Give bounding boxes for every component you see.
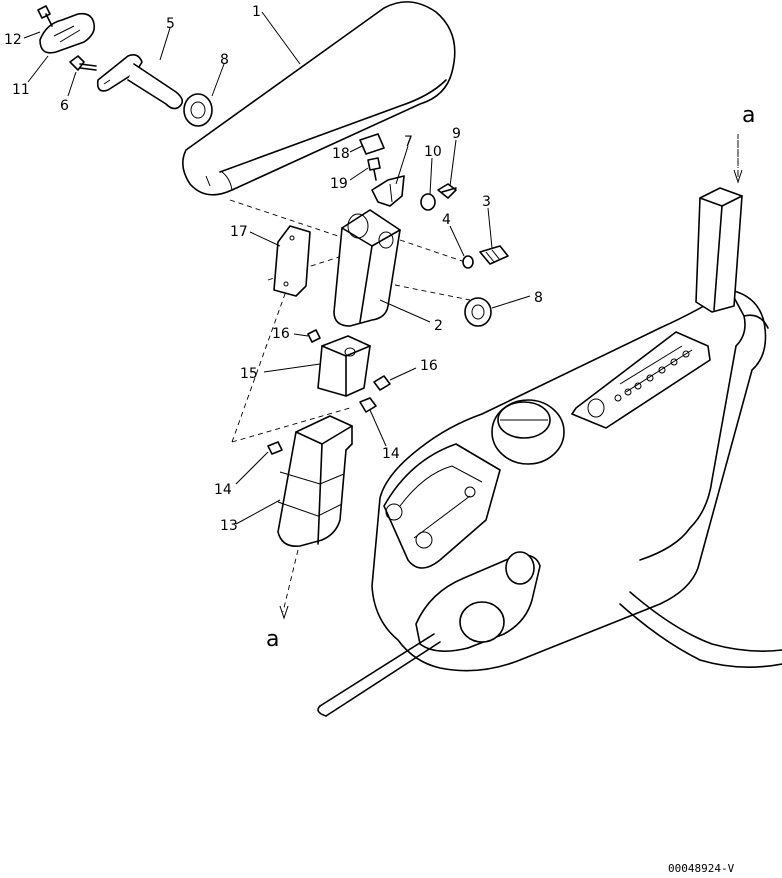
callout-17: 17 bbox=[230, 224, 248, 240]
callout-15: 15 bbox=[240, 366, 258, 382]
control-console bbox=[317, 187, 782, 717]
screw-14-right bbox=[359, 397, 377, 413]
callout-8-right: 8 bbox=[534, 290, 543, 306]
callout-1: 1 bbox=[252, 4, 261, 20]
clip-7 bbox=[371, 175, 405, 207]
plate-17 bbox=[273, 225, 311, 297]
armrest-pad bbox=[182, 1, 456, 196]
callout-4: 4 bbox=[442, 212, 451, 228]
nut-10 bbox=[420, 193, 436, 211]
washer-8-top bbox=[183, 93, 213, 127]
callout-18: 18 bbox=[332, 146, 350, 162]
screw-19 bbox=[367, 157, 381, 181]
screw-16-right bbox=[373, 375, 391, 391]
bolt-3 bbox=[479, 245, 509, 265]
callout-2: 2 bbox=[434, 318, 443, 334]
screw-16-top bbox=[307, 329, 321, 343]
view-marker-bottom: a bbox=[266, 627, 279, 652]
callout-16-right: 16 bbox=[420, 358, 438, 374]
view-markers: a a bbox=[266, 103, 755, 652]
drawing-code: 00048924-V bbox=[668, 862, 735, 875]
washer-8-right bbox=[464, 297, 492, 327]
pin-bracket bbox=[96, 54, 184, 110]
leader-lines bbox=[23, 11, 531, 525]
callout-12: 12 bbox=[4, 32, 22, 48]
callout-labels: 1 5 8 12 11 6 18 19 7 10 9 4 3 8 2 17 16… bbox=[4, 4, 543, 534]
callout-14-right: 14 bbox=[382, 446, 400, 462]
bolt-9 bbox=[437, 183, 457, 199]
view-marker-top: a bbox=[742, 103, 755, 128]
bracket-15 bbox=[317, 335, 371, 397]
callout-13: 13 bbox=[220, 518, 238, 534]
bolt-6 bbox=[69, 55, 97, 71]
callout-10: 10 bbox=[424, 144, 442, 160]
washer-4 bbox=[462, 255, 474, 269]
callout-6: 6 bbox=[60, 98, 69, 114]
callout-14-left: 14 bbox=[214, 482, 232, 498]
cover-13 bbox=[277, 415, 353, 548]
callout-9: 9 bbox=[452, 126, 461, 142]
screw-14-left bbox=[267, 441, 283, 455]
callout-11: 11 bbox=[12, 82, 30, 98]
callout-19: 19 bbox=[330, 176, 348, 192]
callout-16-top: 16 bbox=[272, 326, 290, 342]
support-bracket bbox=[333, 209, 401, 327]
plate-18 bbox=[359, 133, 385, 155]
callout-8-top: 8 bbox=[220, 52, 229, 68]
cap-with-bolt bbox=[37, 5, 96, 54]
callout-7: 7 bbox=[404, 134, 413, 150]
callout-5: 5 bbox=[166, 16, 175, 32]
callout-3: 3 bbox=[482, 194, 491, 210]
